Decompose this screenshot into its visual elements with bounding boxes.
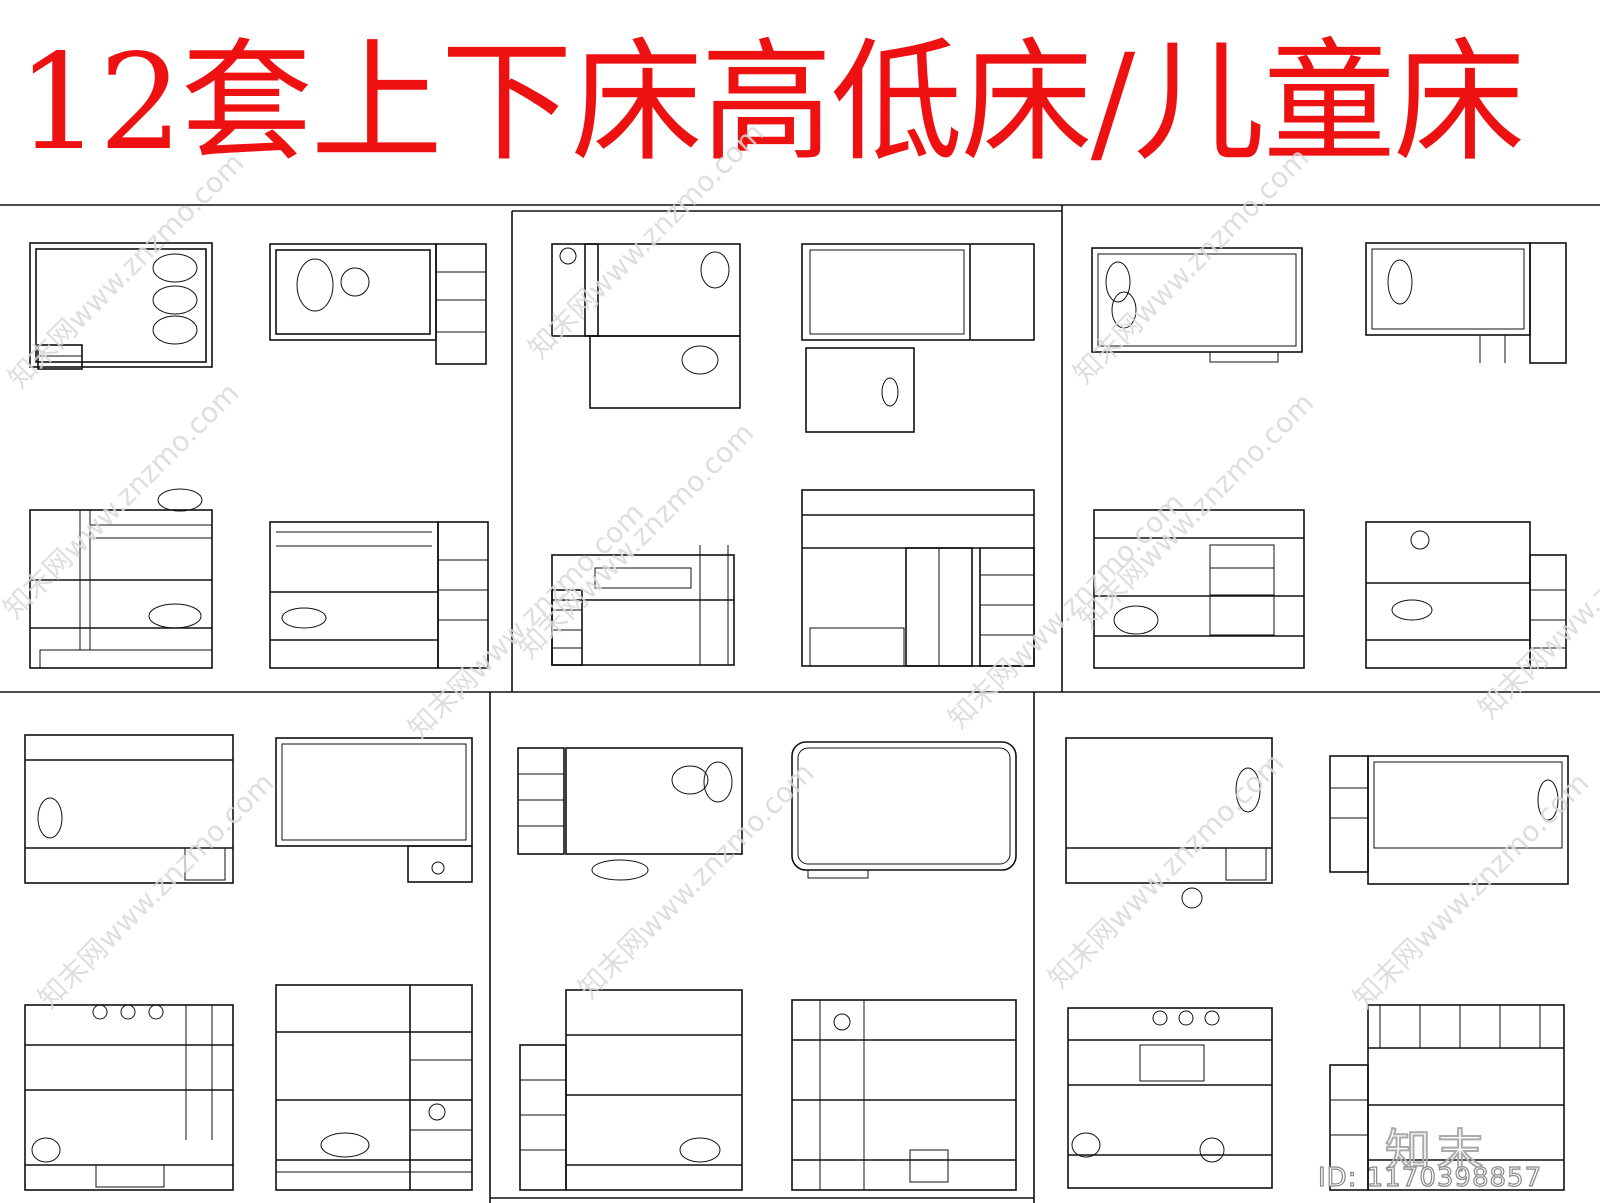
bed-plan-1b xyxy=(269,243,487,365)
brand-logo: 知末 xyxy=(1384,1123,1489,1179)
bunk-elevation-1a xyxy=(29,488,213,669)
page-title: 12套上下床高低床/儿童床 xyxy=(16,26,1525,180)
sheet-frame xyxy=(0,204,1600,1203)
bunk-elevation-6b xyxy=(1329,1004,1565,1191)
bunk-elevation-6a xyxy=(1067,1007,1273,1189)
loft-elevation-2b xyxy=(801,489,1035,667)
watermark-10: 知末网www.znzmo.com xyxy=(32,766,281,1015)
bunk-elevation-4b xyxy=(275,984,473,1191)
watermark-5: 知末网www.znzmo.com xyxy=(512,416,761,665)
watermark-9: 知末网www.znzmo.com xyxy=(1472,476,1600,725)
watermark-7: 知末网www.znzmo.com xyxy=(402,496,651,745)
watermark-2: 知末网www.znzmo.com xyxy=(522,116,771,365)
bed-plan-4a xyxy=(24,734,234,884)
bed-plan-4b xyxy=(275,737,473,883)
bed-plan-6a xyxy=(1065,737,1273,909)
bunk-elevation-3b xyxy=(1365,521,1567,669)
watermark-1: 知末网www.znzmo.com xyxy=(2,146,251,395)
watermark-4: 知末网www.znzmo.com xyxy=(0,376,245,625)
bed-plan-3a xyxy=(1091,247,1303,363)
bunk-elevation-5a xyxy=(519,989,743,1191)
bed-plan-5a xyxy=(517,747,743,881)
bed-plan-5b xyxy=(791,741,1017,879)
bed-plan-2b xyxy=(801,243,1035,433)
bunk-elevation-5b xyxy=(791,999,1017,1191)
watermark-13: 知末网www.znzmo.com xyxy=(1347,766,1596,1015)
bed-plan-2a xyxy=(551,243,741,409)
bunk-elevation-4a xyxy=(24,1004,234,1191)
bunk-elevation-2a xyxy=(551,545,735,666)
bed-plan-6b xyxy=(1329,755,1569,885)
watermark-12: 知末网www.znzmo.com xyxy=(1042,746,1291,995)
watermarks: 知末网www.znzmo.com 知末网www.znzmo.com 知末网www… xyxy=(0,116,1600,1015)
bunk-elevation-1b xyxy=(269,521,489,669)
image-id-label: ID: 1170398857 xyxy=(1317,1162,1543,1193)
bed-plan-1a xyxy=(29,242,213,370)
bunk-elevation-3a xyxy=(1093,509,1305,669)
bed-plan-3b xyxy=(1365,242,1567,364)
